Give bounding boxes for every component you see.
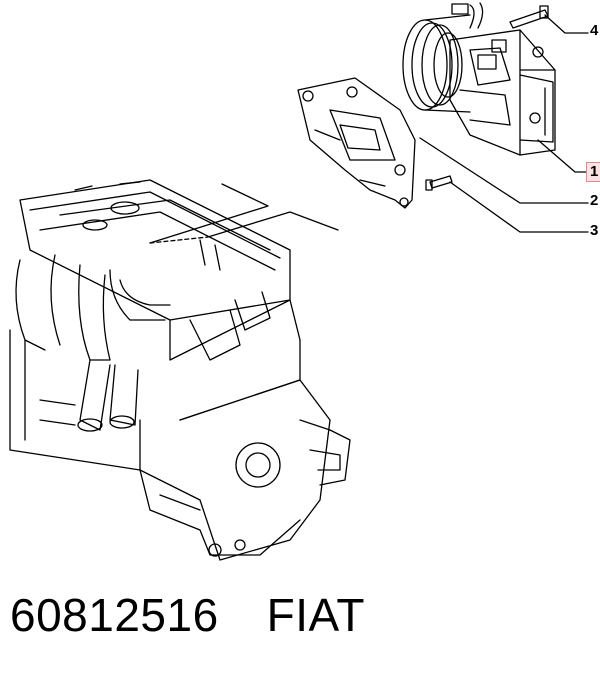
mounting-indicator-lines <box>149 183 339 244</box>
brand-name: FIAT <box>266 589 365 641</box>
bolt-4-illustration <box>509 5 549 29</box>
compressor-illustration <box>402 2 556 156</box>
engine-block-illustration <box>9 179 351 561</box>
callout-3: 3 <box>590 222 599 239</box>
part-number: 60812516 <box>10 589 219 641</box>
part-caption: 60812516 FIAT <box>10 588 365 642</box>
callout-1: 1 <box>586 162 600 182</box>
callout-4: 4 <box>590 22 599 39</box>
callout-2: 2 <box>590 192 599 209</box>
leader-lines <box>419 14 589 233</box>
bracket-illustration <box>297 77 416 209</box>
bolt-3-illustration <box>425 175 453 191</box>
